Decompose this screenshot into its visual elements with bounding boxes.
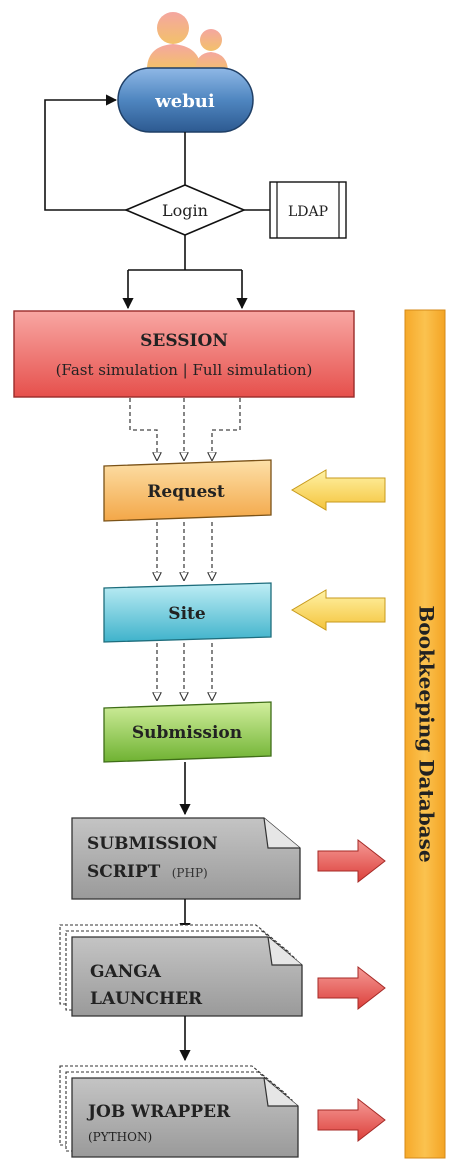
session-title: SESSION — [140, 331, 228, 351]
session-node: SESSION (Fast simulation | Full simulati… — [13, 310, 355, 398]
job-wrapper-document: JOB WRAPPER (PYTHON) — [59, 1065, 299, 1158]
submission-script-line2: SCRIPT — [87, 862, 161, 882]
ldap-label: LDAP — [288, 204, 328, 220]
submission-node: Submission — [103, 701, 272, 763]
ldap-node: LDAP — [269, 181, 347, 239]
site-node: Site — [103, 582, 272, 643]
request-to-site-arrows — [157, 522, 212, 580]
login-label: Login — [162, 201, 208, 220]
session-subtitle: (Fast simulation | Full simulation) — [56, 361, 313, 379]
job-wrapper-tag: (PYTHON) — [88, 1130, 152, 1144]
request-label: Request — [147, 482, 225, 502]
session-to-request-arrows — [129, 398, 241, 460]
bookkeeping-database-label: Bookkeeping Database — [415, 605, 439, 862]
job-wrapper-line1: JOB WRAPPER — [86, 1102, 231, 1122]
database-to-request-arrow — [291, 469, 386, 511]
ganga-line1: GANGA — [90, 962, 162, 982]
svg-text:SCRIPT (PHP): SCRIPT (PHP) — [87, 862, 208, 882]
webui-label: webui — [154, 91, 215, 112]
submission-script-to-database-arrow — [317, 838, 386, 884]
users-icon — [147, 12, 228, 72]
site-label: Site — [168, 604, 206, 624]
login-decision: Login — [123, 184, 247, 236]
webui-node: webui — [117, 67, 254, 133]
login-to-session-arrows — [122, 235, 248, 310]
ganga-to-database-arrow — [317, 965, 386, 1011]
bookkeeping-database: Bookkeeping Database — [404, 309, 446, 1159]
submission-script-document: SUBMISSION SCRIPT (PHP) — [71, 817, 301, 900]
database-to-site-arrow — [291, 589, 386, 631]
site-to-submission-arrows — [157, 643, 212, 700]
submission-script-tag: (PHP) — [172, 866, 208, 880]
request-node: Request — [103, 459, 272, 522]
ganga-line2: LAUNCHER — [90, 989, 203, 1009]
submission-label: Submission — [132, 723, 242, 743]
ganga-launcher-document: GANGA LAUNCHER — [59, 924, 303, 1017]
submission-script-line1: SUBMISSION — [87, 834, 218, 854]
job-wrapper-to-database-arrow — [317, 1097, 386, 1143]
login-retry-loop — [44, 94, 126, 211]
